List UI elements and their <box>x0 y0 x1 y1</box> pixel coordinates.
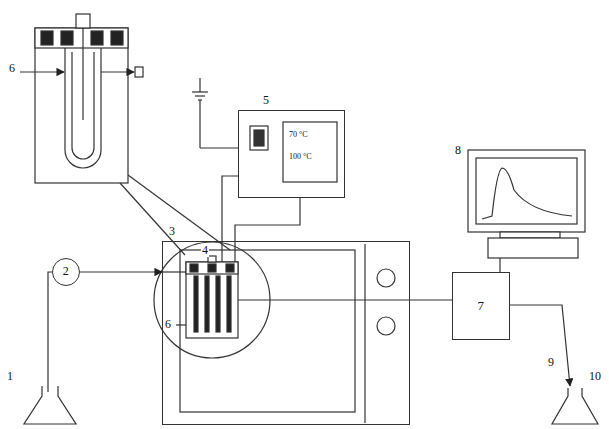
drawing-stroke <box>61 31 73 45</box>
drawing-stroke <box>82 28 83 120</box>
drawing-stroke <box>91 31 103 45</box>
drawing-stroke <box>208 264 216 272</box>
drawing-stroke <box>510 305 570 386</box>
callout-number: 1 <box>6 370 14 383</box>
drawing-stroke <box>194 276 198 332</box>
callout-number: 6 <box>164 318 172 331</box>
drawing-stroke <box>216 276 220 332</box>
drawing-stroke <box>20 71 64 72</box>
drawing-stroke <box>499 258 500 272</box>
drawing-stroke <box>199 78 200 92</box>
drawing-stroke <box>48 272 52 392</box>
temperature-controller: 570 °C100 °C <box>238 110 345 198</box>
drawing-stroke <box>180 250 355 412</box>
magnifier-lines <box>120 175 270 358</box>
drawing-stroke <box>35 28 128 48</box>
drawing-stroke <box>76 14 90 28</box>
temperature-reading: 100 °C <box>289 153 312 162</box>
tube-connector <box>410 299 452 300</box>
drawing-stroke <box>128 175 230 250</box>
drawing-stroke <box>482 168 572 219</box>
drawing-stroke <box>186 262 238 338</box>
callout-number: 3 <box>169 225 175 238</box>
drawing-stroke <box>120 183 185 255</box>
temperature-reading: 70 °C <box>289 131 308 140</box>
drawing-stroke <box>208 256 216 262</box>
vessel-detail-inset <box>20 14 143 183</box>
drawing-stroke <box>283 122 337 182</box>
drawing-stroke <box>552 388 598 424</box>
callout-number: 10 <box>588 370 602 383</box>
drawing-stroke <box>364 244 365 423</box>
drawing-stroke <box>377 269 395 287</box>
drawing-stroke <box>162 271 186 272</box>
callout-number: 5 <box>263 94 269 107</box>
feed-flask <box>24 272 76 424</box>
drawing-stroke <box>200 147 238 148</box>
drawing-stroke <box>135 67 143 77</box>
drawing-stroke <box>35 28 128 183</box>
drawing-stroke <box>238 299 410 300</box>
drawing-stroke <box>41 31 53 45</box>
drawing-stroke <box>488 238 578 258</box>
drawing-stroke <box>500 232 560 238</box>
callout-number: 7 <box>477 299 484 313</box>
drawing-stroke <box>101 71 134 72</box>
drawing-stroke <box>24 386 76 424</box>
callout-number: 8 <box>454 144 462 157</box>
drawing-stroke <box>176 324 186 325</box>
drawing-stroke <box>476 158 577 224</box>
drawing-stroke <box>468 150 585 232</box>
drawing-stroke <box>199 100 200 148</box>
drawing-stroke <box>227 276 231 332</box>
drawing-stroke <box>111 31 123 45</box>
tube-connector <box>80 271 162 272</box>
microwave-oven <box>180 244 395 423</box>
computer-monitor <box>468 150 585 272</box>
drawing-stroke <box>226 264 234 272</box>
callout-number: 2 <box>63 265 69 278</box>
callout-number: 6 <box>8 62 16 75</box>
drawing-stroke <box>195 95 205 96</box>
drawing-stroke <box>186 262 238 274</box>
drawing-stroke <box>254 130 264 146</box>
drawing-stroke <box>190 264 198 272</box>
drawing-stroke <box>205 276 209 332</box>
drawing-stroke <box>250 126 268 150</box>
reaction-vessel <box>162 256 410 338</box>
controller-display <box>250 122 337 182</box>
microwave-oven-box: 3 <box>162 241 410 425</box>
detector-box: 7 <box>452 272 510 340</box>
pump-circle: 2 <box>52 258 80 286</box>
drawing-stroke <box>235 198 300 262</box>
callout-number: 9 <box>547 356 555 369</box>
drawing-stroke <box>377 317 395 335</box>
callout-number: 4 <box>201 244 209 257</box>
collection-flask <box>510 305 598 424</box>
